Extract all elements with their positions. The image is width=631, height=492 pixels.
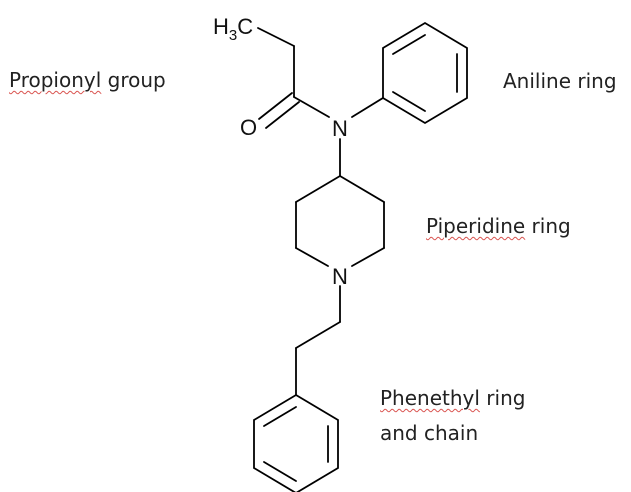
bond-carbonyl-o-double [265, 101, 300, 129]
phenethyl-chain [295, 285, 341, 396]
label-propionyl-group: Propionyl group [9, 64, 166, 96]
phenethyl-ring [253, 393, 339, 492]
oxygen-label: O [240, 115, 257, 140]
label-phenethyl-word: Phenethyl [380, 386, 480, 410]
aniline-ring [382, 21, 468, 125]
label-phenethyl-ring: Phenethyl ring [380, 382, 525, 414]
label-aniline-word: Aniline [503, 69, 572, 93]
label-propionyl-word: Propionyl [9, 68, 102, 92]
propionyl-chain [257, 27, 330, 129]
label-piperidine-ring: Piperidine ring [426, 210, 571, 242]
piperidine-ring [295, 175, 385, 267]
amide-nitrogen-label: N [332, 116, 348, 141]
bond-ch3-ch2 [257, 27, 295, 47]
label-piperidine-word: Piperidine [426, 214, 526, 238]
label-piperidine-rest: ring [525, 214, 571, 238]
label-aniline-rest: ring [571, 69, 617, 93]
bond-carbonyl-o [258, 92, 293, 120]
piperidine-nitrogen-label: N [332, 264, 348, 289]
label-phenethyl-line2: and chain [380, 421, 479, 445]
bond-n-aniline [351, 97, 384, 118]
bond-carbonyl-n [293, 96, 330, 118]
label-phenethyl-rest: ring [479, 386, 526, 410]
label-propionyl-rest: group [101, 68, 166, 92]
label-aniline-ring: Aniline ring [503, 65, 617, 97]
label-phenethyl-chain: and chain [380, 417, 478, 449]
methyl-label: H3C [213, 14, 253, 44]
